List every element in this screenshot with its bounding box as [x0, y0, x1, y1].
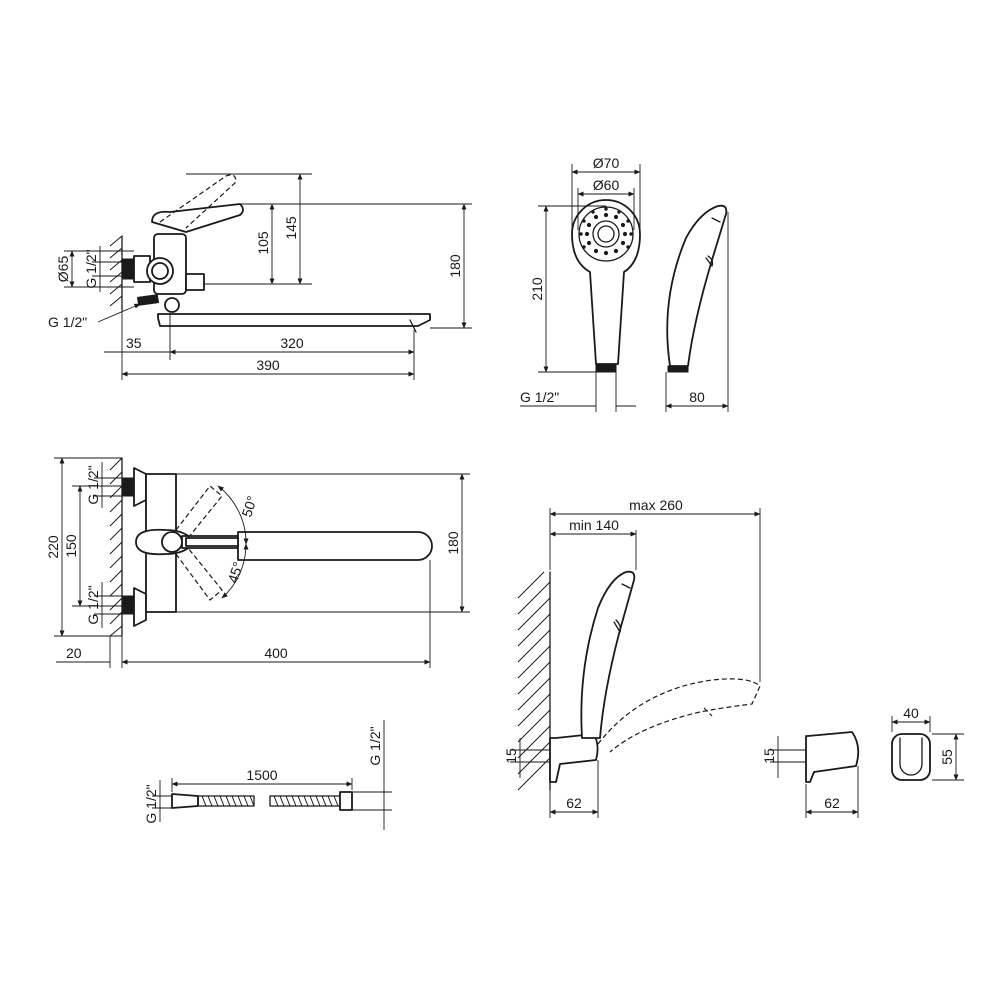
side-diameter-65: Ø65	[55, 256, 71, 283]
side-thread-outlet-label: G 1/2"	[48, 314, 87, 330]
side-width-320: 320	[280, 335, 304, 351]
side-height-180: 180	[447, 254, 463, 278]
hose-length-1500: 1500	[246, 767, 277, 783]
side-height-105: 105	[255, 231, 271, 255]
angle-45-label: 45°	[224, 560, 246, 585]
hose-view: 1500 G 1/2" G 1/2"	[143, 720, 392, 830]
top-width-400: 400	[264, 645, 288, 661]
side-width-35: 35	[126, 335, 142, 351]
top-width-20: 20	[66, 645, 82, 661]
hose-thread-right: G 1/2"	[367, 726, 383, 765]
shower-width-80: 80	[689, 389, 705, 405]
top-height-180: 180	[445, 531, 461, 555]
hose-thread-left: G 1/2"	[143, 784, 159, 823]
hose-coil-right	[269, 795, 341, 807]
side-width-390: 390	[256, 357, 280, 373]
holder-width-62: 62	[566, 795, 582, 811]
angle-50-label: 50°	[238, 494, 260, 519]
shower-thread-label: G 1/2"	[520, 389, 559, 405]
hose-coil-left	[197, 795, 255, 807]
bracket-height-15: 15	[761, 748, 777, 764]
side-thread-left-label: G 1/2"	[83, 249, 99, 288]
shower-diameter-70: Ø70	[593, 155, 620, 171]
mixer-side-view: G 1/2" 105 145 180 Ø65 G 1/2" 35 320 390	[48, 173, 472, 380]
side-height-145: 145	[283, 216, 299, 240]
bracket-height-55: 55	[939, 749, 955, 765]
top-height-150: 150	[63, 534, 79, 558]
holder-min-140: min 140	[569, 517, 619, 533]
top-height-220: 220	[45, 535, 61, 559]
bracket-width-62: 62	[824, 795, 840, 811]
nozzle-dots	[579, 207, 633, 256]
holder-max-260: max 260	[629, 497, 683, 513]
top-thread-lower: G 1/2"	[85, 585, 101, 624]
holder-height-15: 15	[503, 748, 519, 764]
hand-shower-view: Ø70 Ø60 210 G 1/2" 80	[520, 155, 729, 412]
shower-diameter-60: Ø60	[593, 177, 620, 193]
mixer-top-view: 50° 45° 220 150 G 1/2" G 1/2" 180 20 400	[45, 457, 470, 668]
top-thread-upper: G 1/2"	[85, 465, 101, 504]
holder-wall-hatch	[517, 571, 551, 791]
wall-hatch	[109, 235, 123, 307]
bracket-width-40: 40	[903, 705, 919, 721]
shower-holder-view: max 260 min 140 15 62	[503, 497, 761, 818]
shower-height-210: 210	[529, 277, 545, 301]
top-wall-hatch	[109, 457, 123, 637]
bracket-views: 15 62 40 55	[761, 705, 964, 818]
